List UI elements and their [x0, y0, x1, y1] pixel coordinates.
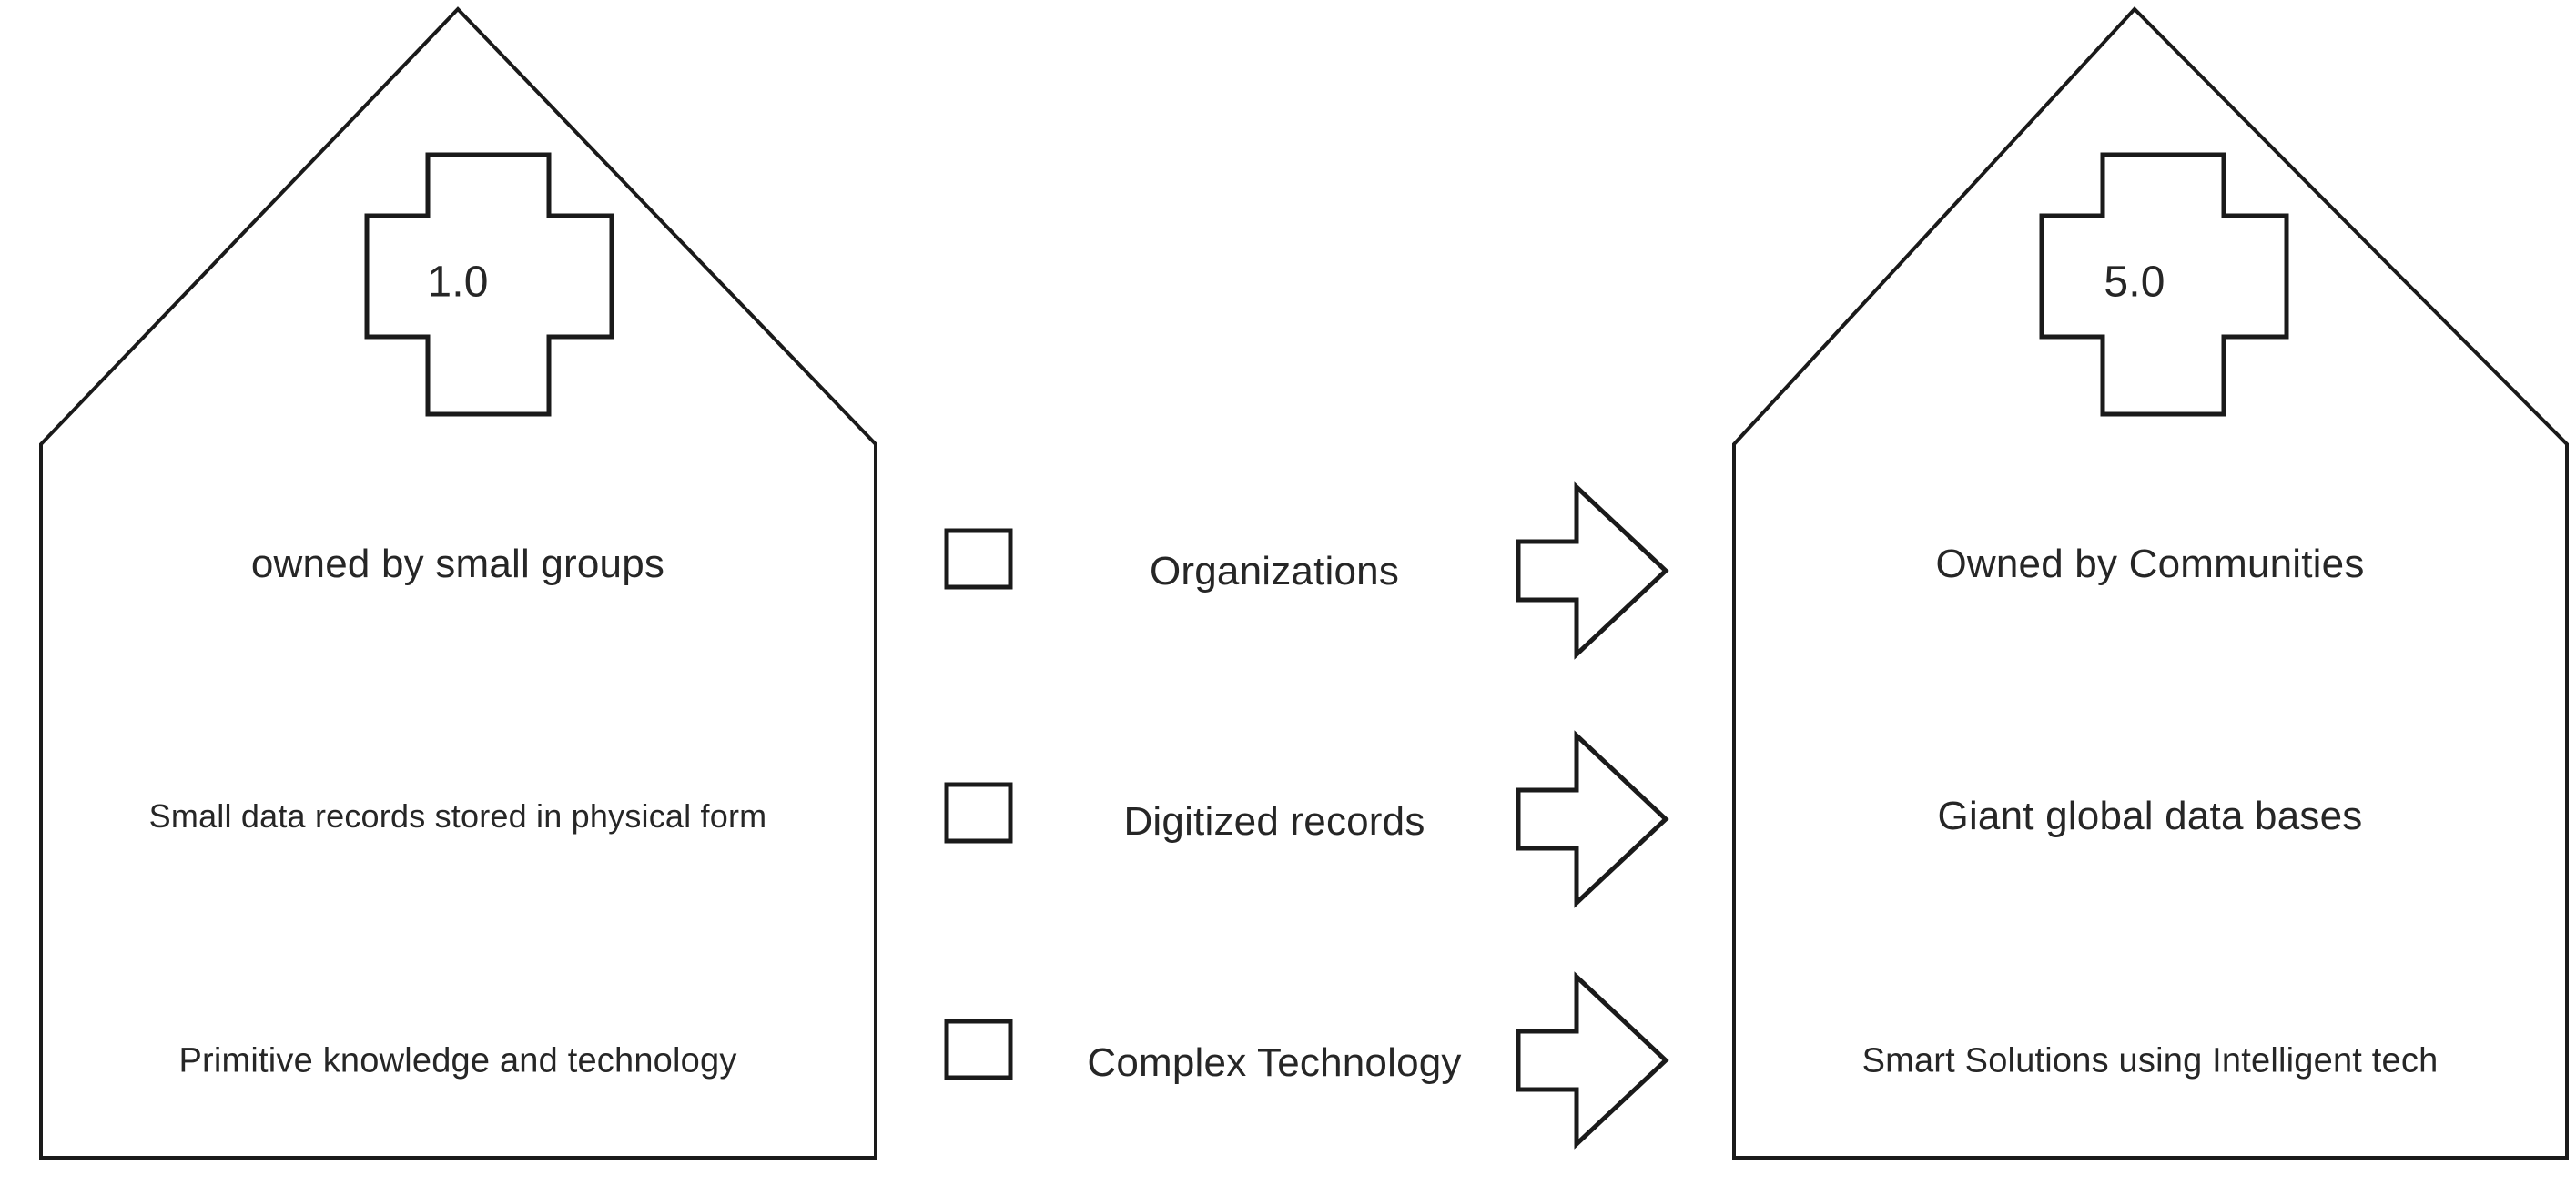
square-checkbox-row-1[interactable]: [944, 528, 1013, 590]
block-arrow-right-row-3: [1516, 971, 1669, 1150]
left-era-cross-icon: [364, 152, 614, 417]
square-checkbox-row-2[interactable]: [944, 782, 1013, 844]
right-era-cross-icon: [2039, 152, 2289, 417]
block-arrow-right-row-1: [1516, 481, 1669, 660]
right-house-body: [1732, 6, 2569, 1160]
right-house-outline: [1732, 6, 2569, 1160]
left-house-body: [39, 6, 877, 1160]
block-arrow-right-row-2: [1516, 730, 1669, 908]
square-checkbox-row-3[interactable]: [944, 1019, 1013, 1080]
left-house-outline: [39, 6, 877, 1160]
middle-block-arrows: [1516, 481, 1669, 1150]
middle-checkboxes: [944, 528, 1013, 1080]
